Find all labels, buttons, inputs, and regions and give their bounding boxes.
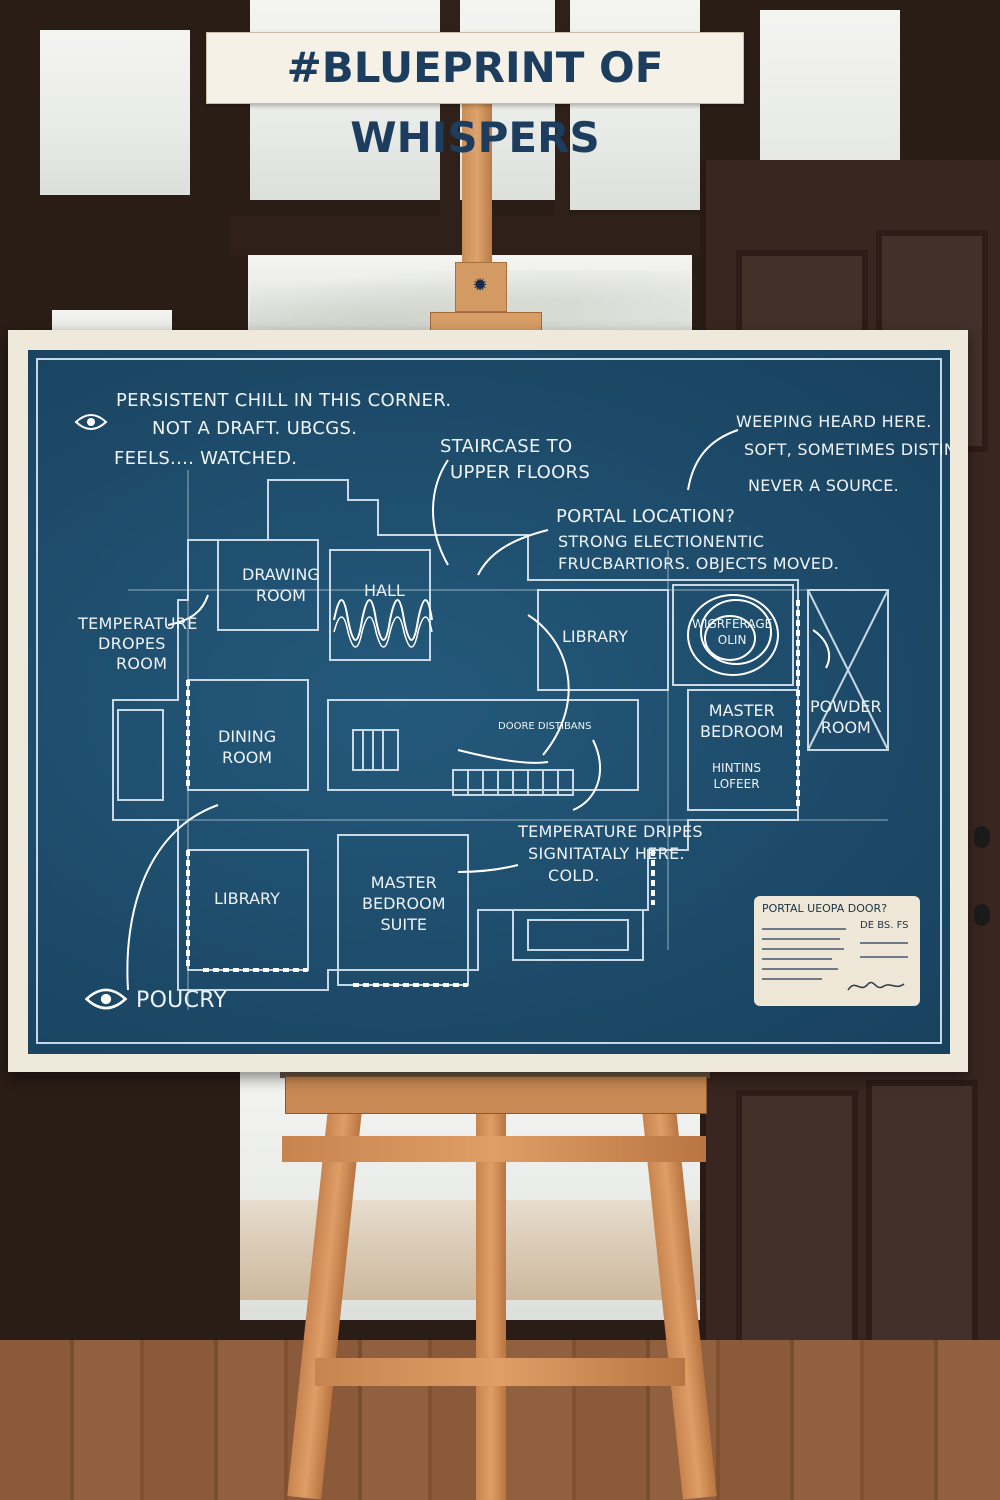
room-library-bottom: LIBRARY: [214, 888, 280, 909]
room-label-line: DRAWING: [242, 565, 320, 584]
room-library-top: LIBRARY: [562, 626, 628, 647]
room-master-bedroom-right: MASTER BEDROOM: [700, 700, 784, 742]
card-line: [860, 942, 908, 944]
room-vortex: WIGRFERAGE OLIN: [692, 616, 772, 648]
note-temperature-mid-line3: COLD.: [548, 866, 600, 885]
room-master-suite: MASTER BEDROOM SUITE: [362, 872, 446, 935]
note-weeping-line3: NEVER A SOURCE.: [748, 476, 900, 495]
note-portal-line1: PORTAL LOCATION?: [556, 506, 736, 527]
signature: [847, 981, 905, 991]
card-side-text: DE BS. FS: [860, 920, 909, 931]
room-label-line: LIBRARY: [562, 627, 628, 646]
note-temperature-left-line2: DROPES: [98, 634, 166, 653]
card-line: [762, 958, 832, 960]
blueprint-sheet: PERSISTENT CHILL IN THIS CORNER. NOT A D…: [28, 350, 950, 1054]
door-knob: [974, 904, 990, 926]
note-staircase-line2: UPPER FLOORS: [450, 462, 591, 483]
window-pane: [40, 30, 190, 195]
room-label-line: LOFEER: [713, 777, 760, 791]
title-sign: #BLUEPRINT OF WHISPERS: [206, 32, 744, 162]
note-temperature-mid-line1: TEMPERATURE DRIPES: [518, 822, 703, 841]
card-line: [860, 956, 908, 958]
eye-icon: [74, 414, 108, 430]
note-temperature-left-line1: TEMPERATURE: [78, 614, 198, 633]
room-label-line: HINTINS: [712, 761, 762, 775]
title-sign-text: #BLUEPRINT OF WHISPERS: [286, 43, 664, 162]
note-chill-line2: NOT A DRAFT. UBCGS.: [152, 418, 358, 439]
room-label-line: BEDROOM: [700, 722, 784, 741]
note-chill-line3: FEELS.... WATCHED.: [114, 448, 298, 469]
note-portal-line3: FRUCBARTIORS. OBJECTS MOVED.: [558, 554, 840, 573]
note-portal-line2: STRONG ELECTIONENTIC: [558, 532, 765, 551]
note-bottom-label: POUCRY: [136, 988, 228, 1013]
easel-crossbar: [282, 1136, 706, 1162]
note-weeping-line2: SOFT, SOMETIMES DISTINCT.: [744, 440, 950, 459]
room-label-line: POWDER: [810, 697, 882, 716]
room-drawing-room: DRAWING ROOM: [242, 564, 320, 606]
note-temperature-left-line3: ROOM: [116, 654, 168, 673]
room-hall: HALL: [364, 580, 405, 601]
easel-lower-crossbar: [315, 1358, 685, 1386]
room-label-line: MASTER: [370, 873, 437, 892]
room-label-line: ROOM: [255, 586, 306, 605]
easel-clamp: [455, 262, 507, 312]
note-card: PORTAL UEOPA DOOR? DE BS. FS: [754, 896, 920, 1006]
room-label-line: WIGRFERAGE: [692, 617, 773, 631]
room-label-line: SUITE: [380, 915, 427, 934]
room-powder-room: POWDER ROOM: [810, 696, 882, 738]
room-label-line: HALL: [364, 581, 405, 600]
card-title: PORTAL UEOPA DOOR?: [762, 902, 888, 915]
room-label-line: BEDROOM: [362, 894, 446, 913]
eye-icon: [84, 988, 128, 1010]
door-knob: [974, 826, 990, 848]
star-clamp-icon: ✹: [472, 275, 488, 296]
room-corridor: DOORE DISTIBANS: [498, 716, 591, 737]
card-line: [762, 948, 844, 950]
easel-tray: [285, 1076, 707, 1114]
card-line: [762, 938, 840, 940]
card-line: [762, 928, 846, 930]
blueprint-board: PERSISTENT CHILL IN THIS CORNER. NOT A D…: [8, 330, 968, 1072]
room-label-line: ROOM: [820, 718, 871, 737]
floor-plan-drawing: [112, 429, 889, 1010]
note-chill-line1: PERSISTENT CHILL IN THIS CORNER.: [116, 390, 452, 411]
room-label-line: DINING: [218, 727, 277, 746]
room-label-line: MASTER: [708, 701, 775, 720]
room-label-line: LIBRARY: [214, 889, 280, 908]
note-staircase-line1: STAIRCASE TO: [440, 436, 573, 457]
card-line: [762, 968, 838, 970]
blueprint-border: [36, 358, 942, 1044]
room-label-line: ROOM: [221, 748, 273, 767]
card-line: [762, 978, 822, 980]
room-label-line: OLIN: [717, 633, 747, 647]
room-label-line: DOORE DISTIBANS: [498, 721, 592, 732]
note-temperature-mid-line2: SIGNITATALY HERE.: [528, 844, 685, 863]
room-dining-room: DINING ROOM: [218, 726, 276, 768]
note-weeping-line1: WEEPING HEARD HERE.: [736, 412, 932, 431]
room-master-bedroom-right-sub: HINTINS LOFEER: [712, 760, 761, 792]
